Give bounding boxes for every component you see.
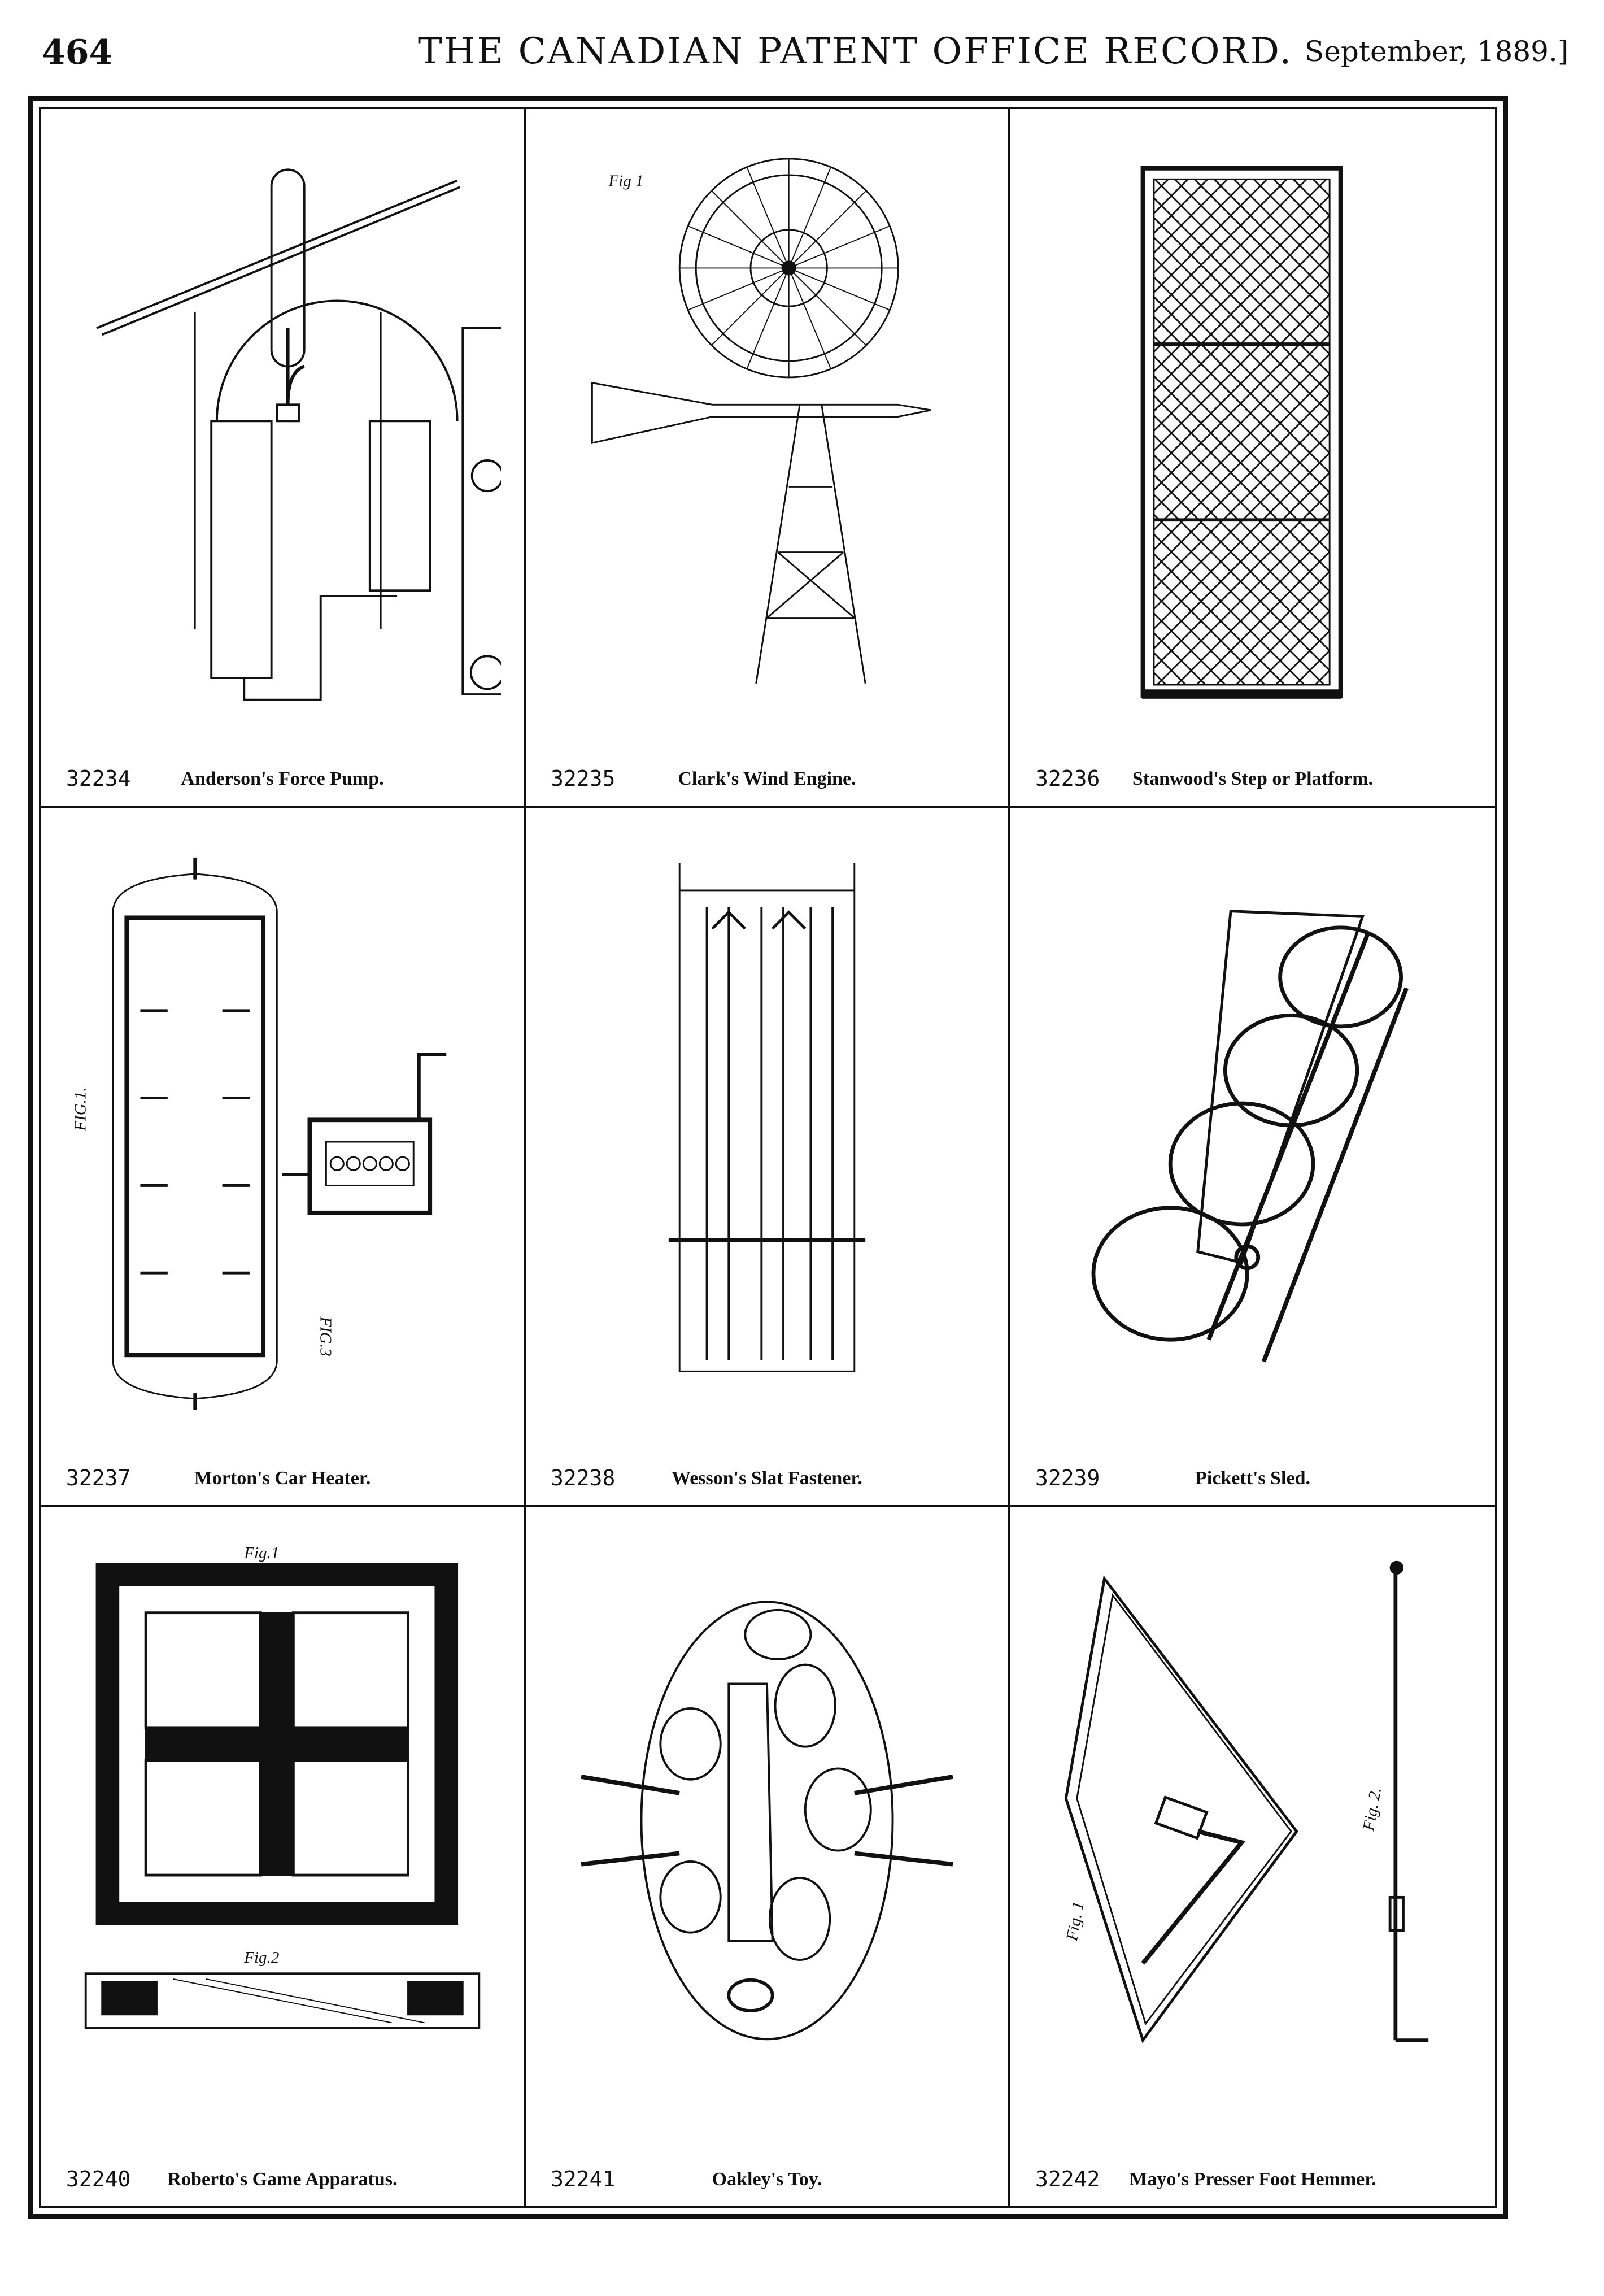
oval-toy-drawing xyxy=(548,1530,986,2133)
patent-number: 32235 xyxy=(551,766,616,792)
patent-caption: Roberto's Game Apparatus. xyxy=(167,2169,398,2190)
plate-frame: 32234 Anderson's Force Pump. Fig 1 xyxy=(28,96,1508,2219)
page-number: 464 xyxy=(42,33,113,72)
patent-cell-platform: 32236 Stanwood's Step or Platform. xyxy=(1010,109,1495,808)
force-pump-drawing xyxy=(64,132,513,732)
patent-cell-game-apparatus: Fig.1 Fig.2 xyxy=(41,1507,526,2206)
patent-cell-wind-engine: Fig 1 xyxy=(526,109,1010,808)
slat-fastener-drawing xyxy=(548,830,986,1431)
patent-number: 32237 xyxy=(66,1465,131,1490)
fig-label: FIG.3 xyxy=(317,1316,335,1356)
plate-inner-frame: 32234 Anderson's Force Pump. Fig 1 xyxy=(39,107,1497,2208)
patent-caption: Oakley's Toy. xyxy=(712,2169,822,2190)
windmill-drawing: Fig 1 xyxy=(548,132,986,732)
patent-number: 32240 xyxy=(66,2167,131,2191)
patent-cell-car-heater: FIG.1. FIG.3 32237 Morton's Car Heater. xyxy=(41,808,526,1507)
fig-label: Fig.1 xyxy=(243,1544,279,1562)
sled-drawing xyxy=(1033,830,1472,1431)
patent-caption: Mayo's Presser Foot Hemmer. xyxy=(1129,2169,1376,2190)
fig-label: Fig.2 xyxy=(243,1949,279,1967)
patent-caption: Pickett's Sled. xyxy=(1195,1467,1310,1489)
patent-caption: Anderson's Force Pump. xyxy=(181,768,384,790)
journal-title: THE CANADIAN PATENT OFFICE RECORD. xyxy=(418,31,1293,72)
fig-label: FIG.1. xyxy=(72,1088,90,1132)
fig-label: Fig 1 xyxy=(608,172,643,190)
patent-number: 32242 xyxy=(1035,2167,1100,2191)
patent-cell-toy: 32241 Oakley's Toy. xyxy=(526,1507,1010,2206)
patent-caption: Morton's Car Heater. xyxy=(194,1467,371,1489)
patent-number: 32236 xyxy=(1035,766,1100,792)
game-board-drawing: Fig.1 Fig.2 xyxy=(64,1530,501,2133)
patent-grid: 32234 Anderson's Force Pump. Fig 1 xyxy=(41,109,1495,2206)
patent-caption: Stanwood's Step or Platform. xyxy=(1132,768,1374,790)
lattice-platform-drawing xyxy=(1033,132,1472,732)
patent-cell-sled: 32239 Pickett's Sled. xyxy=(1010,808,1495,1507)
patent-caption: Clark's Wind Engine. xyxy=(678,768,856,790)
patent-caption: Wesson's Slat Fastener. xyxy=(672,1467,862,1489)
patent-number: 32238 xyxy=(551,1465,616,1490)
fig-label: Fig. 1 xyxy=(1063,1900,1088,1942)
page-header: 464 THE CANADIAN PATENT OFFICE RECORD. S… xyxy=(0,0,1604,96)
patent-cell-slat-fastener: 32238 Wesson's Slat Fastener. xyxy=(526,808,1010,1507)
patent-number: 32241 xyxy=(551,2167,616,2191)
car-heater-drawing: FIG.1. FIG.3 xyxy=(64,830,501,1431)
issue-date: September, 1889.] xyxy=(1305,35,1569,68)
patent-cell-force-pump: 32234 Anderson's Force Pump. xyxy=(41,109,526,808)
hemmer-drawing: Fig. 1 Fig. 2. xyxy=(1033,1530,1472,2133)
patent-number: 32234 xyxy=(66,766,131,792)
fig-label: Fig. 2. xyxy=(1359,1786,1385,1832)
patent-cell-hemmer: Fig. 1 Fig. 2. 32242 Mayo's Presser Foot… xyxy=(1010,1507,1495,2206)
patent-number: 32239 xyxy=(1035,1465,1100,1490)
